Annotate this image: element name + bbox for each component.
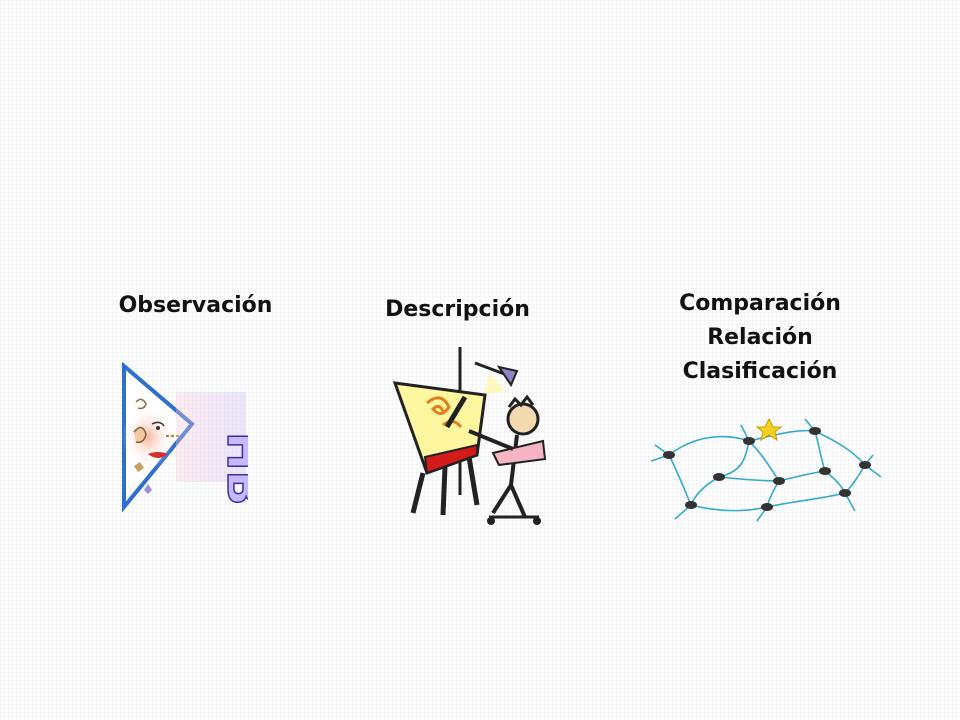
label-descripcion: Descripción	[385, 297, 530, 322]
svg-text:HB: HB	[217, 432, 248, 506]
senses-funnel-icon: HB	[122, 362, 248, 512]
label-comparacion-group: Comparación Relación Clasificación	[660, 287, 860, 389]
label-comparacion: Comparación	[679, 291, 841, 316]
neuron-network-icon	[650, 417, 882, 522]
label-relacion: Relación	[707, 325, 813, 350]
artist-at-easel-icon	[392, 347, 547, 525]
label-clasificacion: Clasificación	[682, 359, 838, 384]
label-observacion: Observación	[118, 293, 273, 318]
